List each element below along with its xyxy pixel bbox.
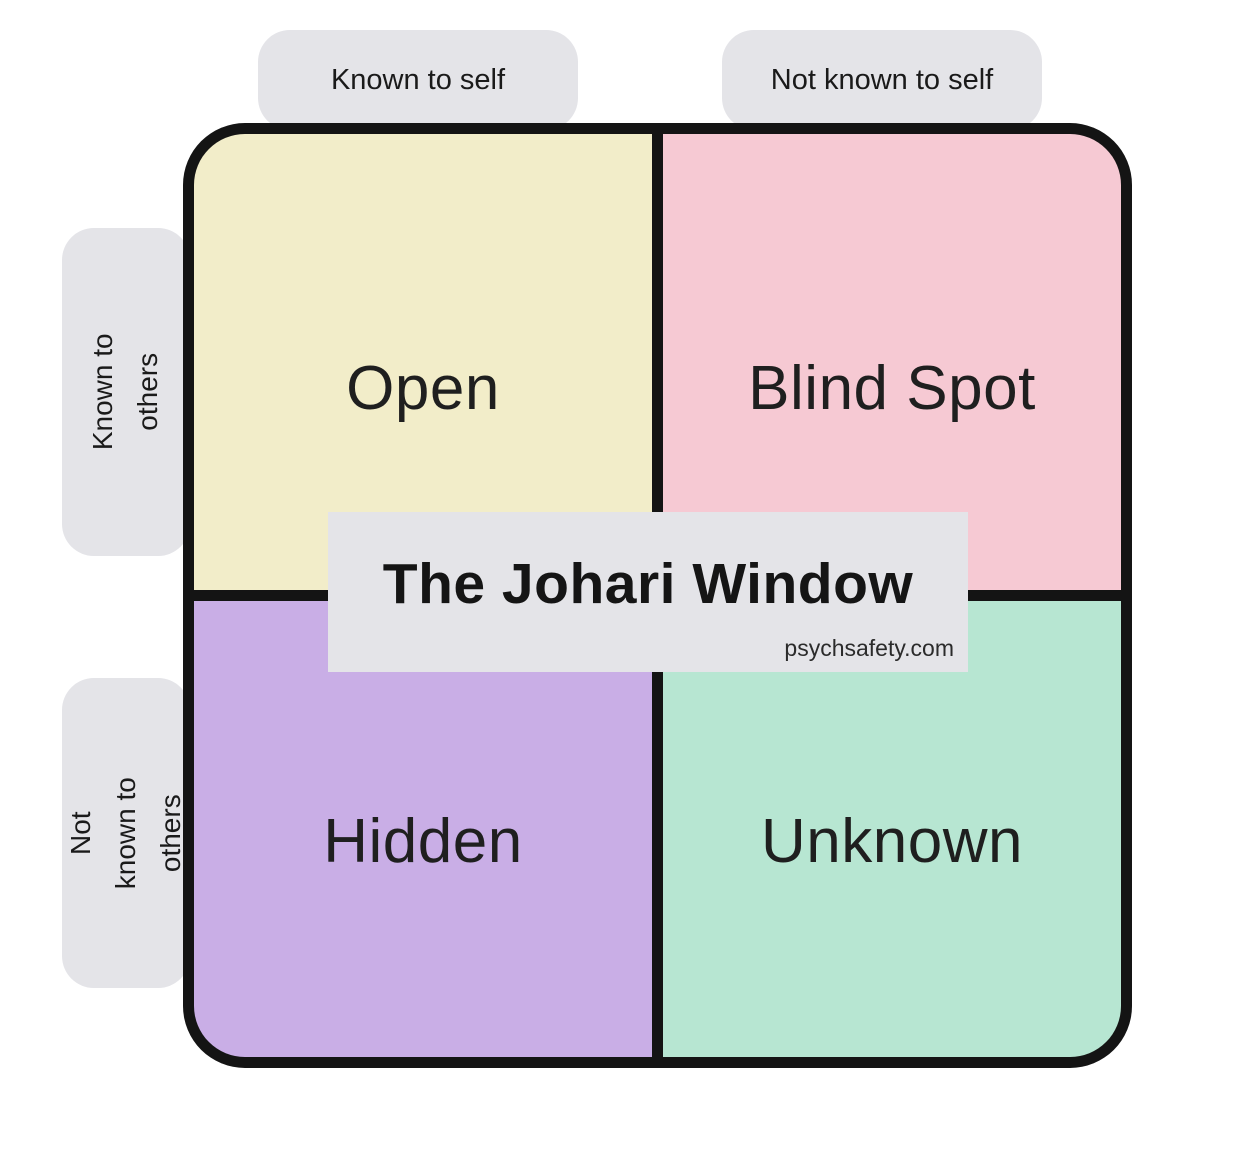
axis-label-not-known-to-others: Not known to others (62, 678, 190, 988)
quadrant-hidden-label: Hidden (323, 806, 523, 876)
axis-label-known-to-others: Known to others (62, 228, 190, 556)
axis-label-known-to-others-text: Known to others (87, 333, 163, 451)
quadrant-unknown-label: Unknown (761, 806, 1023, 876)
quadrant-hidden: Hidden (194, 601, 652, 1057)
quadrant-unknown: Unknown (663, 601, 1121, 1057)
diagram-title: The Johari Window (382, 552, 914, 616)
axis-label-known-to-self: Known to self (258, 30, 578, 130)
quadrant-open-label: Open (346, 353, 500, 423)
axis-label-known-to-self-text: Known to self (330, 63, 506, 96)
quadrant-blind-spot-label: Blind Spot (748, 353, 1036, 423)
johari-grid: Open Blind Spot Hidden Unknown (183, 123, 1132, 1068)
website-credit: psychsafety.com (784, 635, 954, 661)
axis-label-not-known-to-self: Not known to self (722, 30, 1042, 130)
title-banner: The Johari Window psychsafety.com (328, 512, 968, 672)
axis-label-not-known-to-others-text: Not known to others (64, 776, 186, 890)
axis-label-not-known-to-self-text: Not known to self (770, 63, 994, 96)
